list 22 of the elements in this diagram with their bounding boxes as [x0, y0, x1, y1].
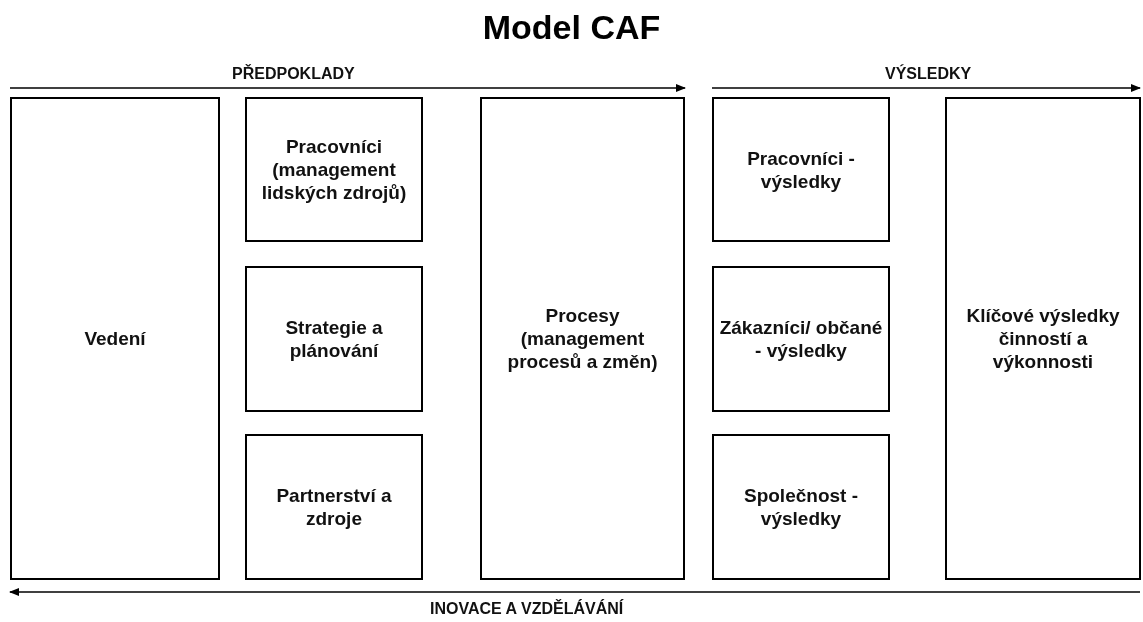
box — [712, 97, 890, 242]
box — [945, 97, 1141, 580]
box-text: Procesy (management procesů a změn) — [506, 304, 659, 373]
box — [245, 434, 423, 580]
box-text: Vedení — [83, 327, 147, 350]
box-text: Pracovníci - výsledky — [746, 146, 856, 193]
box — [712, 434, 890, 580]
diagram-title: Model CAF — [481, 8, 662, 47]
box-text: Klíčové výsledky činností a výkonnosti — [965, 304, 1121, 373]
box — [480, 97, 685, 580]
section-label: INOVACE A VZDĚLÁVÁNÍ — [430, 600, 624, 618]
box — [245, 97, 423, 242]
box-text: Strategie a plánování — [284, 316, 384, 362]
box-text: Pracovníci (management lidských zdrojů) — [260, 135, 408, 204]
box — [10, 97, 220, 580]
section-label: VÝSLEDKY — [885, 65, 972, 83]
box-text: Zákazníci/ občané - výsledky — [718, 316, 884, 362]
box — [245, 266, 423, 412]
box — [712, 266, 890, 412]
box-text: Partnerství a zdroje — [275, 484, 393, 530]
section-label: PŘEDPOKLADY — [232, 65, 355, 83]
box-text: Společnost - výsledky — [743, 484, 859, 530]
